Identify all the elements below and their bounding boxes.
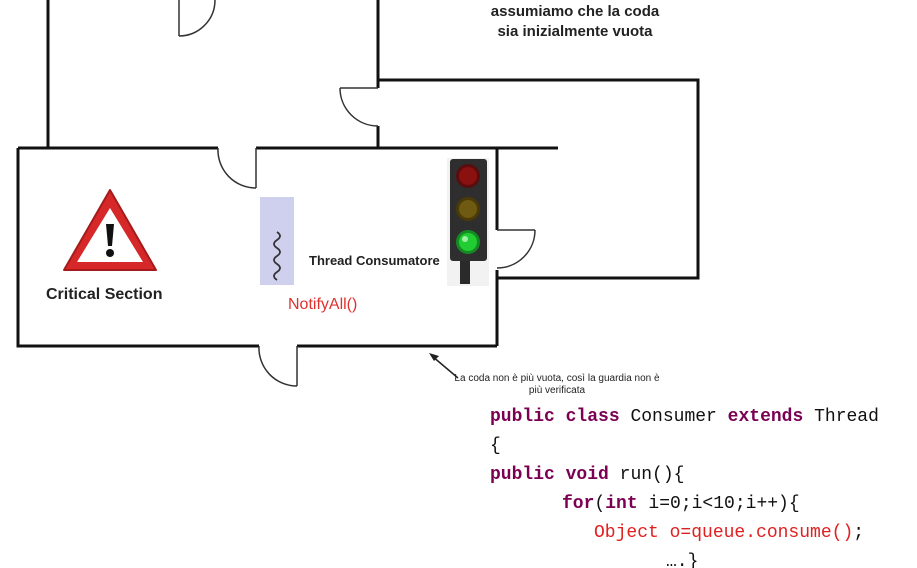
door-right-entrance [495, 229, 536, 270]
door-bottom-entrance [258, 344, 298, 387]
critical-section-label: Critical Section [46, 286, 163, 303]
code-highlight: Object o=queue.consume() [594, 523, 854, 543]
arrow-icon [429, 353, 459, 379]
code-keyword: class [565, 407, 620, 427]
code-keyword: extends [727, 407, 804, 427]
code-text: ( [594, 494, 606, 514]
code-line-2: { [490, 436, 501, 456]
thread-consumer-label: Thread Consumatore [309, 253, 440, 268]
thread-squiggle-icon [260, 197, 294, 285]
code-keyword: public [490, 407, 555, 427]
code-line-1: public class Consumer extends Thread [490, 403, 879, 432]
notify-all-label: NotifyAll() [288, 296, 358, 313]
traffic-light-icon [447, 158, 489, 286]
door-top-left [178, 0, 216, 37]
code-line-3: public void run(){ [490, 461, 879, 490]
upper-room-walls [46, 0, 380, 148]
code-line-4: for(int i=0;i<10;i++){ [490, 490, 879, 519]
code-snippet: public class Consumer extends Thread { p… [490, 403, 879, 568]
queue-not-empty-note: La coda non è più vuota, così la guardia… [454, 373, 660, 396]
warning-triangle-icon [63, 189, 157, 271]
queue-assumption-note: assumiamo che la coda sia inizialmente v… [470, 2, 680, 42]
code-text: i=0;i<10;i++){ [637, 494, 800, 514]
code-keyword: for [562, 494, 595, 514]
right-room-walls [378, 78, 700, 280]
code-text: Thread [803, 407, 879, 427]
code-line-6: ….} [666, 552, 699, 568]
door-upper-entrance [217, 146, 257, 189]
door-middle-wall [339, 87, 380, 127]
code-keyword: int [605, 494, 638, 514]
code-line-5: Object o=queue.consume(); [490, 519, 879, 548]
code-keyword: public [490, 465, 555, 485]
queue-assumption-text: assumiamo che la coda sia inizialmente v… [490, 3, 660, 40]
code-text: ; [853, 523, 865, 543]
code-text: Consumer [619, 407, 728, 427]
code-text: run(){ [608, 465, 685, 485]
code-keyword: void [565, 465, 609, 485]
